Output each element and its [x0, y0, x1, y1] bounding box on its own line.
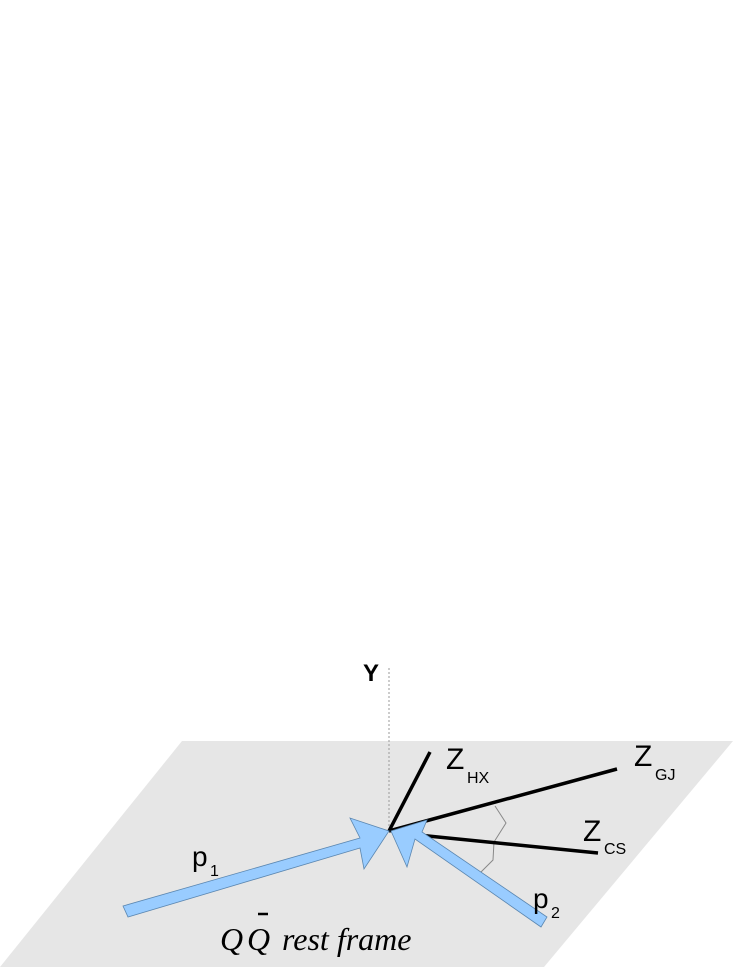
z-hx-axis-line [387, 751, 432, 832]
z-gj-label: Z [634, 740, 652, 773]
y-axis-label: Y [363, 660, 379, 687]
q-label: Q [220, 921, 243, 957]
p2-label: p [533, 883, 549, 914]
rest-frame-label: rest frame [274, 921, 411, 957]
p1-label: p [192, 841, 208, 872]
qbar-label: Q [247, 921, 270, 957]
p2-arrow [390, 819, 548, 928]
p2-subscript: 2 [551, 905, 560, 922]
z-cs-label: Z [583, 815, 601, 848]
z-hx-subscript: HX [467, 770, 490, 787]
z-cs-axis-line [417, 833, 599, 855]
p1-arrow [122, 817, 390, 918]
p1-subscript: 1 [210, 863, 219, 880]
z-cs-subscript: CS [604, 841, 626, 858]
z-hx-label: Z [446, 743, 464, 776]
z-gj-subscript: GJ [655, 767, 675, 784]
